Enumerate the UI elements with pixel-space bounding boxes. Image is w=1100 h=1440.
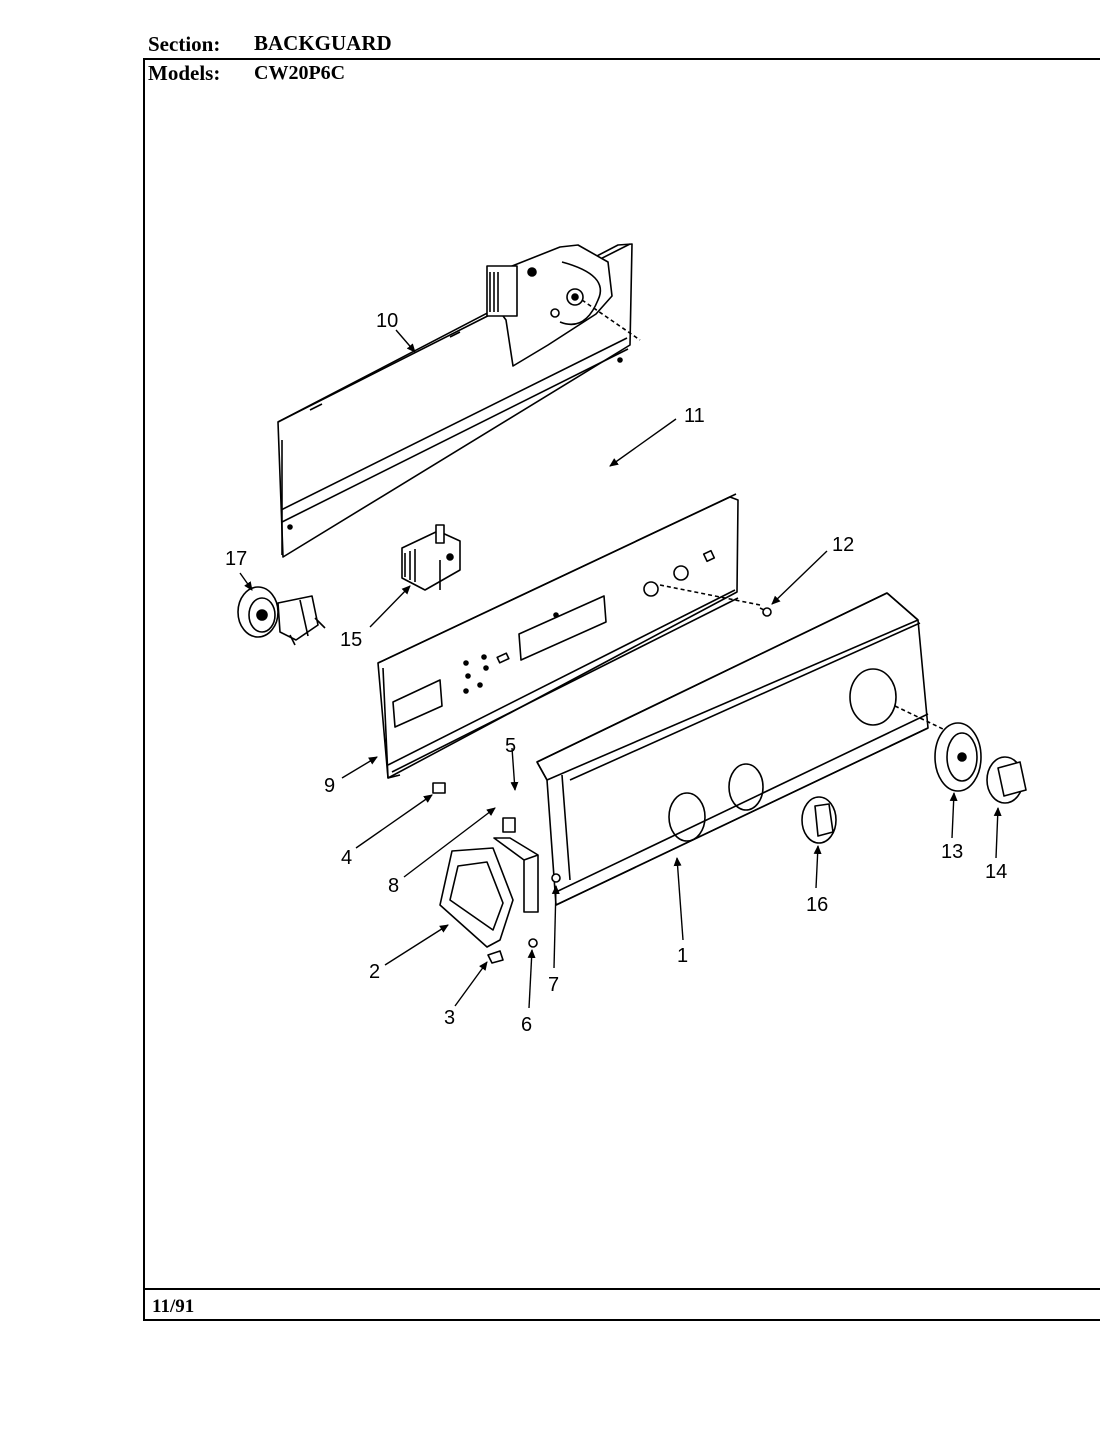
callout-14: 14 xyxy=(985,861,1007,883)
part-1-backguard xyxy=(536,592,946,906)
callout-13: 13 xyxy=(941,841,963,863)
models-label: Models: xyxy=(148,61,221,85)
leader-14 xyxy=(993,807,1002,859)
part-16-knob xyxy=(801,796,837,844)
part-11-timer xyxy=(486,244,641,367)
leader-11 xyxy=(609,418,677,467)
leader-lines xyxy=(239,329,1002,1009)
leader-3 xyxy=(454,961,488,1007)
callout-8: 8 xyxy=(388,875,399,897)
part-12-screw xyxy=(759,607,772,617)
page-frame xyxy=(143,58,1100,1321)
callout-16: 16 xyxy=(806,894,828,916)
part-2-side-trim xyxy=(439,817,516,948)
callout-2: 2 xyxy=(369,961,380,983)
leader-4 xyxy=(355,794,433,849)
leader-10 xyxy=(395,329,416,353)
leader-17 xyxy=(239,572,253,591)
leader-16 xyxy=(813,845,822,889)
part-13-knob-skirt xyxy=(934,722,982,792)
callout-3: 3 xyxy=(444,1007,455,1029)
leader-12 xyxy=(771,550,828,605)
part-4-clip xyxy=(432,782,446,794)
footer-date: 11/91 xyxy=(152,1296,195,1317)
models-value: CW20P6C xyxy=(254,62,346,84)
part-14-knob xyxy=(986,756,1027,804)
part-9-control-panel xyxy=(377,493,761,779)
callout-4: 4 xyxy=(341,847,352,869)
callout-9: 9 xyxy=(324,775,335,797)
leader-5 xyxy=(510,747,519,791)
leader-13 xyxy=(949,792,958,839)
leader-1 xyxy=(673,857,684,941)
part-7-screw xyxy=(551,873,561,883)
callouts: 10 11 12 17 15 9 5 4 8 2 3 6 7 1 13 14 1… xyxy=(225,310,1007,1036)
leader-7 xyxy=(551,885,560,969)
part-15-switch xyxy=(401,524,461,591)
part-3-clip xyxy=(487,950,504,964)
part-6-screw xyxy=(528,938,538,948)
leader-15 xyxy=(369,585,411,628)
footer-rule xyxy=(145,1288,1100,1290)
callout-12: 12 xyxy=(832,534,854,556)
callout-17: 17 xyxy=(225,548,247,570)
callout-5: 5 xyxy=(505,735,516,757)
leader-8 xyxy=(403,807,496,878)
leader-6 xyxy=(527,949,536,1009)
section-label: Section: xyxy=(148,32,221,56)
callout-15: 15 xyxy=(340,629,362,651)
leader-2 xyxy=(384,924,449,966)
part-17-selector-switch xyxy=(237,586,326,646)
callout-1: 1 xyxy=(677,945,688,967)
part-5-end-cap xyxy=(493,837,539,913)
callout-11: 11 xyxy=(684,405,705,427)
callout-7: 7 xyxy=(548,974,559,996)
section-value: BACKGUARD xyxy=(254,31,392,55)
callout-10: 10 xyxy=(376,310,398,332)
callout-6: 6 xyxy=(521,1014,532,1036)
leader-9 xyxy=(341,756,378,779)
